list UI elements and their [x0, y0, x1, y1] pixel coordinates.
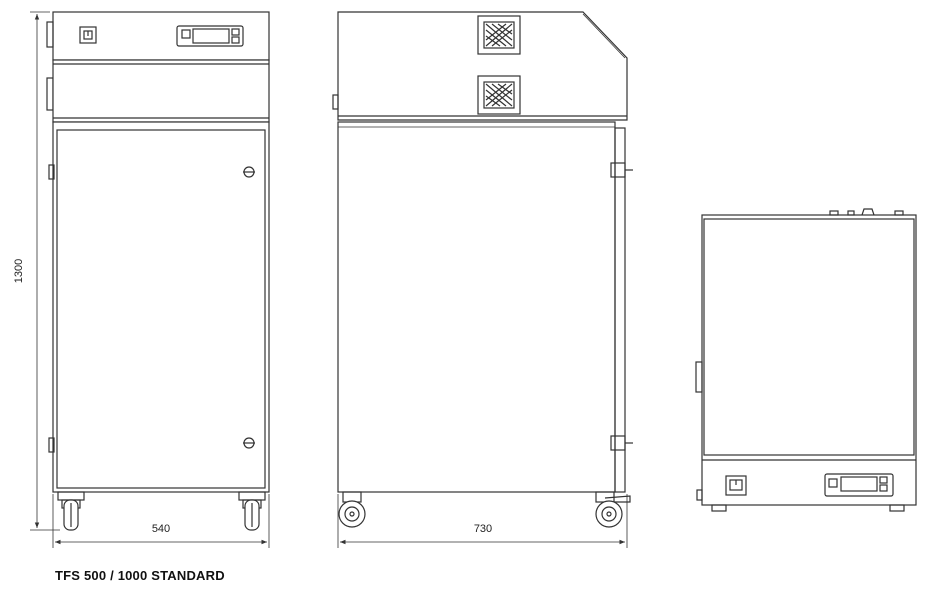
front-display-panel — [176, 25, 244, 47]
front-door — [56, 129, 266, 489]
front-view — [46, 11, 270, 531]
front-filter-housing — [52, 59, 270, 123]
top-body — [701, 214, 917, 506]
front-power-switch — [79, 26, 97, 44]
front-lock-top — [243, 166, 255, 178]
side-wheel-right — [595, 491, 631, 528]
top-power-switch — [725, 475, 747, 496]
width-label: 540 — [152, 523, 170, 535]
height-label: 1300 — [13, 259, 25, 283]
side-door-edge — [614, 127, 626, 493]
side-view — [332, 11, 633, 528]
dimension-height — [30, 11, 60, 531]
dimension-depth — [337, 494, 628, 548]
side-upper-housing — [337, 11, 628, 121]
front-caster-left — [57, 491, 85, 531]
front-control-housing — [52, 11, 270, 61]
dimension-width — [52, 494, 270, 548]
top-display-panel — [824, 473, 894, 497]
front-main-cabinet — [52, 121, 270, 493]
front-lock-bottom — [243, 437, 255, 449]
side-wheel-left — [338, 491, 366, 528]
drawing-caption: TFS 500 / 1000 STANDARD — [55, 568, 225, 583]
front-caster-right — [238, 491, 266, 531]
depth-label: 730 — [474, 523, 492, 535]
side-lower-cabinet — [337, 121, 616, 493]
top-view — [695, 208, 917, 512]
side-fan-top — [477, 15, 521, 55]
side-fan-bottom — [477, 75, 521, 115]
